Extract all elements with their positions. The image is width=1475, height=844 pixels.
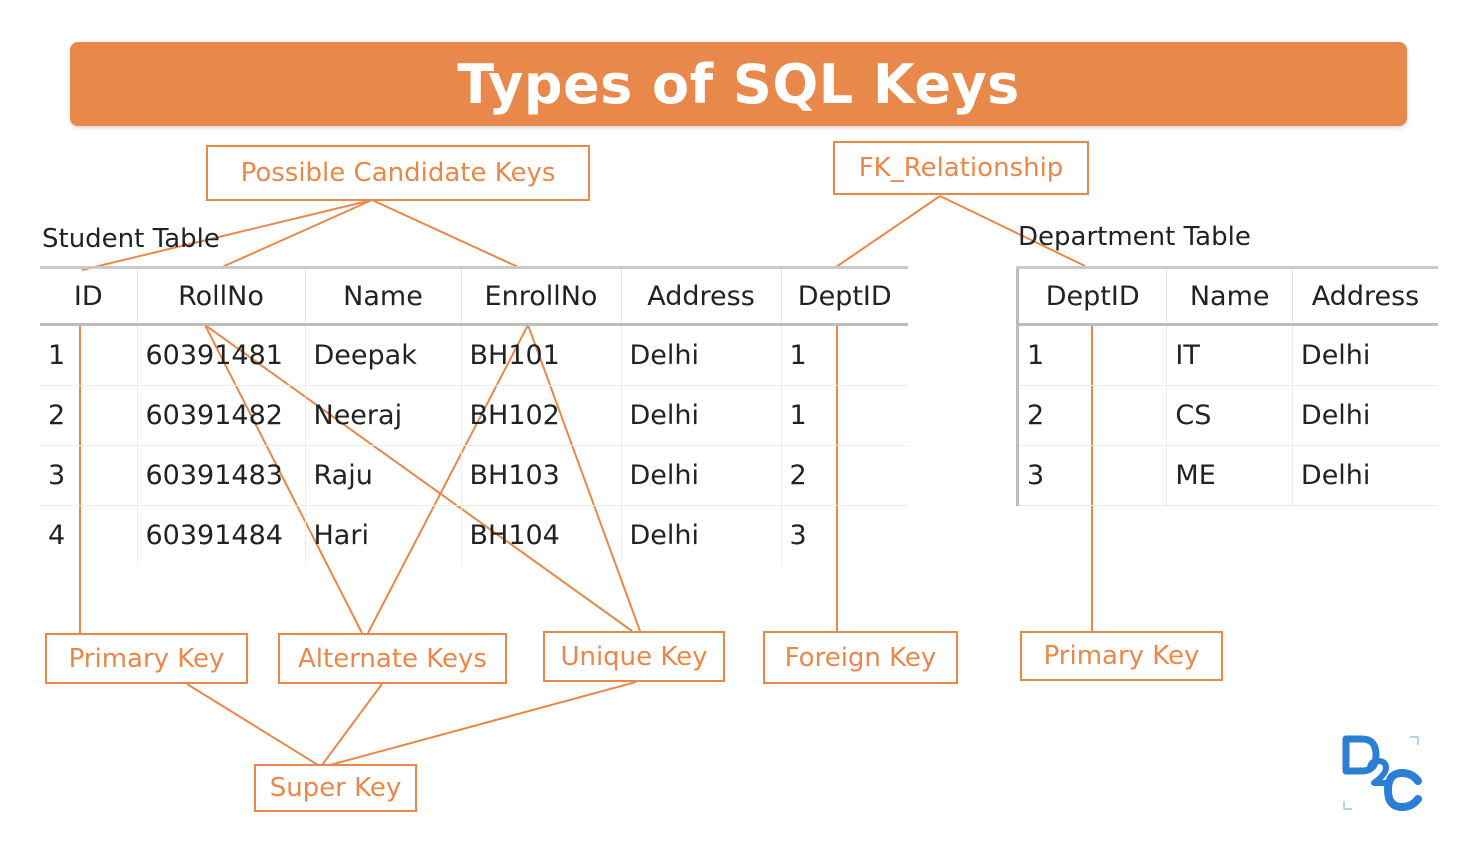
student-col-address: Address [621, 266, 782, 326]
table-cell: ME [1166, 445, 1293, 506]
table-cell: Deepak [305, 324, 462, 386]
title-banner: Types of SQL Keys [70, 42, 1407, 126]
candidate-keys-label: Possible Candidate Keys [206, 145, 590, 201]
table-cell: Delhi [1292, 445, 1438, 506]
table-cell: 4 [40, 505, 138, 565]
table-row: 1 60391481 Deepak BH101 Delhi 1 [40, 324, 908, 386]
table-cell: 60391483 [137, 445, 306, 506]
table-row: 3 ME Delhi [1017, 445, 1438, 506]
table-row: 4 60391484 Hari BH104 Delhi 3 [40, 505, 908, 565]
table-cell: 3 [789, 520, 807, 551]
unique-key-label: Unique Key [543, 631, 725, 682]
dept-primary-key-label: Primary Key [1020, 631, 1223, 681]
table-cell: BH104 [461, 505, 622, 565]
table-cell: Raju [305, 445, 462, 506]
table-row: 1 IT Delhi [1017, 324, 1438, 386]
table-cell: Delhi [621, 385, 782, 446]
table-cell: Delhi [1292, 324, 1438, 386]
foreign-key-label: Foreign Key [763, 631, 958, 684]
table-cell: Delhi [621, 505, 782, 565]
table-cell: 3 [40, 445, 138, 506]
fk-to-deptid-line [835, 195, 941, 268]
table-cell: Delhi [621, 445, 782, 506]
dept-col-address: Address [1292, 266, 1438, 326]
super-key-label: Super Key [254, 764, 417, 812]
student-table-label: Student Table [42, 224, 220, 254]
table-cell: 2 [1017, 385, 1168, 446]
table-cell: 2 [781, 445, 908, 506]
table-cell: Delhi [621, 324, 782, 386]
dept-col-name: Name [1166, 266, 1293, 326]
table-cell: 60391484 [137, 505, 306, 565]
table-cell: 1 [40, 324, 138, 386]
table-cell: BH103 [461, 445, 622, 506]
table-cell: 60391481 [137, 324, 306, 386]
table-cell: BH101 [461, 324, 622, 386]
primary-key-label: Primary Key [45, 633, 248, 684]
table-cell: Neeraj [305, 385, 462, 446]
dept-col-deptid: DeptID [1017, 266, 1168, 326]
fk-relationship-label: FK_Relationship [833, 141, 1089, 195]
table-cell: CS [1166, 385, 1293, 446]
super-from-primary-line [186, 683, 319, 766]
table-cell: 1 [1017, 324, 1168, 386]
d2c-logo [1340, 735, 1422, 812]
d2c-logo-icon [1342, 735, 1422, 812]
candidate-to-rollno-line [219, 199, 373, 269]
table-row: 2 60391482 Neeraj BH102 Delhi 1 [40, 385, 908, 446]
department-header-row: DeptID Name Address [1017, 266, 1438, 326]
student-col-rollno: RollNo [137, 266, 306, 326]
page-title: Types of SQL Keys [457, 52, 1020, 116]
student-header-row: ID RollNo Name EnrollNo Address DeptID [40, 266, 908, 326]
table-row: 2 CS Delhi [1017, 385, 1438, 446]
candidate-to-enrollno-line [371, 199, 519, 268]
table-cell: 1 [781, 385, 908, 446]
student-col-enrollno: EnrollNo [461, 266, 622, 326]
super-from-alternate-line [321, 683, 383, 766]
alternate-keys-label: Alternate Keys [278, 633, 507, 684]
student-table: ID RollNo Name EnrollNo Address DeptID 1… [40, 266, 908, 565]
table-cell: Delhi [1292, 385, 1438, 446]
super-from-unique-line [329, 681, 637, 766]
table-cell: 60391482 [137, 385, 306, 446]
student-col-name: Name [305, 266, 462, 326]
table-cell: BH102 [461, 385, 622, 446]
department-table: DeptID Name Address 1 IT Delhi 2 CS Delh… [1016, 266, 1438, 506]
table-cell: Hari [305, 505, 462, 565]
table-cell: 3 [1017, 445, 1168, 506]
student-col-id: ID [40, 266, 138, 326]
table-cell: 1 [781, 324, 908, 386]
department-table-label: Department Table [1018, 222, 1251, 252]
table-cell: IT [1166, 324, 1293, 386]
student-col-deptid: DeptID [781, 266, 908, 326]
table-cell: 2 [40, 385, 138, 446]
table-row: 3 60391483 Raju BH103 Delhi 2 [40, 445, 908, 506]
